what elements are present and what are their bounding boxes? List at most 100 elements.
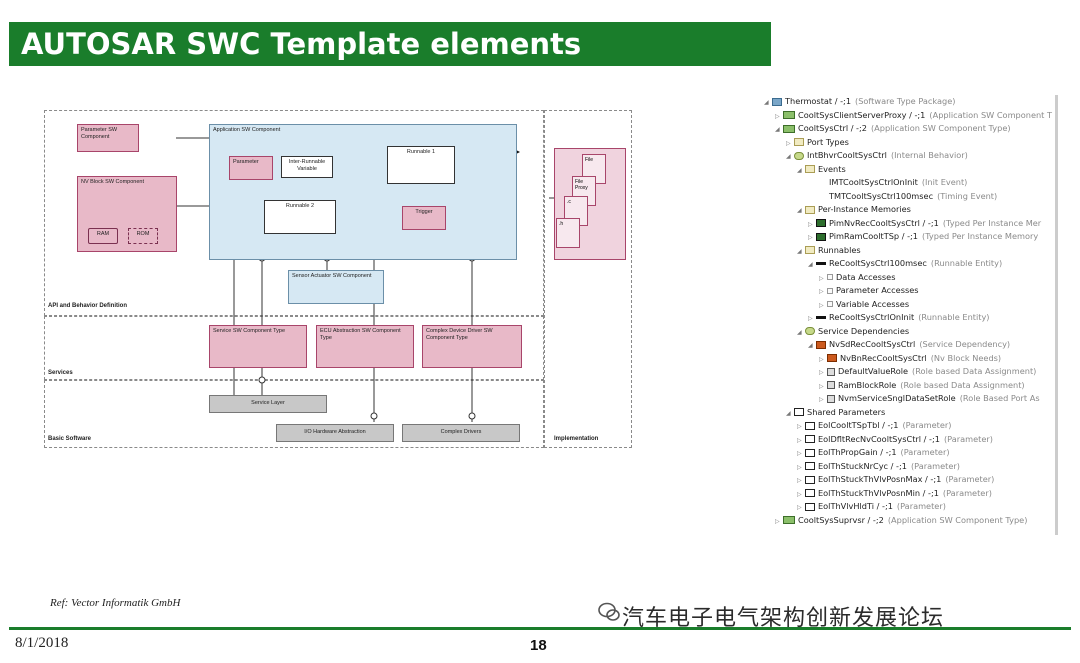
collapse-arrow-icon[interactable]: ◢ [775,126,780,133]
tree-item-label: Parameter Accesses [836,285,919,295]
tree-item[interactable]: ◢ Runnables [797,244,861,257]
role-icon [827,394,835,403]
tree-item[interactable]: ▷PimRamCooltTSp / -;1(Typed Per Instance… [808,230,1038,243]
tree-item-type: (Timing Event) [937,190,998,201]
tree-item[interactable]: ▷EolThVlvHldTi / -;1(Parameter) [797,500,946,513]
tree-item-label: Data Accesses [836,271,896,282]
folder-icon [805,205,815,214]
expand-arrow-icon[interactable]: ▷ [775,517,780,525]
expand-arrow-icon[interactable]: ▷ [808,234,813,241]
tree-item[interactable]: ▷EolThStuckThVlvPosnMax / -;1(Parameter) [797,473,994,486]
tree-item[interactable]: ▷RamBlockRole(Role based Data Assignment… [819,379,1025,392]
tree-item[interactable]: ▷DefaultValueRole(Role based Data Assign… [819,365,1036,378]
tree-item-label: EolThStuckThVlvPosnMin / -;1 [818,487,939,498]
expand-arrow-icon[interactable]: ▷ [819,382,824,390]
collapse-arrow-icon[interactable]: ◢ [797,247,802,255]
expand-arrow-icon[interactable]: ▷ [808,315,813,322]
tree-item-label: EolDfltRecNvCooltSysCtrl / -;1 [818,433,940,444]
parameter-box: Parameter [229,156,273,180]
tree-item[interactable]: ▷ Data Accesses [819,271,895,284]
expand-arrow-icon[interactable]: ▷ [808,220,813,228]
tree-item[interactable]: TMTCooltSysCtrl100msec(Timing Event) [808,190,997,203]
tree-item[interactable]: ▷EolThPropGain / -;1(Parameter) [797,446,950,459]
ev-icon [816,192,826,200]
collapse-arrow-icon[interactable]: ◢ [808,261,813,268]
tree-item[interactable]: ▷NvBnRecCooltSysCtrl(Nv Block Needs) [819,352,1001,365]
tree-item-label: Events [818,163,846,174]
collapse-arrow-icon[interactable]: ◢ [808,342,813,349]
services-zone [44,316,544,380]
collapse-arrow-icon[interactable]: ◢ [764,99,769,106]
tree-item[interactable]: ◢ Events [797,163,846,176]
tree-item-label: Runnables [818,244,861,255]
tree-item[interactable]: ▷ReCooltSysCtrlOnInit(Runnable Entity) [808,311,990,324]
tree-item[interactable]: ▷PimNvRecCooltSysCtrl / -;1(Typed Per In… [808,217,1041,230]
tree-item[interactable]: ▷EolThStuckNrCyc / -;1(Parameter) [797,460,960,473]
expand-arrow-icon[interactable]: ▷ [797,463,802,471]
complex-device-driver-box: Complex Device Driver SW Component Type [422,325,522,368]
tree-item-label: ReCooltSysCtrl100msec [829,258,927,268]
tree-item[interactable]: ▷EolThStuckThVlvPosnMin / -;1(Parameter) [797,487,992,500]
runnable-2-box: Runnable 2 [264,200,336,234]
tree-item[interactable]: ◢Service Dependencies [797,325,909,338]
tree-item[interactable]: ◢NvSdRecCooltSysCtrl(Service Dependency) [808,338,1010,351]
tree-item[interactable]: ▷CooltSysSuprvsr / -;2(Application SW Co… [775,514,1027,527]
collapse-arrow-icon[interactable]: ◢ [786,409,791,417]
tree-item-type: (Role based Data Assignment) [900,379,1025,390]
tree-item[interactable]: ▷NvmServiceSnglDataSetRole(Role Based Po… [819,392,1040,405]
expand-arrow-icon[interactable]: ▷ [819,301,824,309]
tree-scrollbar[interactable] [1055,95,1058,535]
tree-item-label: Thermostat / -;1 [785,96,852,106]
expand-arrow-icon[interactable]: ▷ [797,423,802,430]
tree-item-label: NvSdRecCooltSysCtrl [829,339,916,349]
expand-arrow-icon[interactable]: ▷ [797,436,802,444]
reference-note: Ref: Vector Informatik GmbH [50,597,181,609]
tree-item[interactable]: ◢Per-Instance Memories [797,203,911,216]
expand-arrow-icon[interactable]: ▷ [797,490,802,498]
tree-item[interactable]: ▷CooltSysClientServerProxy / -;1(Applica… [775,109,1052,122]
expand-arrow-icon[interactable]: ▷ [797,477,802,484]
expand-arrow-icon[interactable]: ▷ [775,112,780,120]
slide-date: 8/1/2018 [15,635,69,651]
tree-item[interactable]: ◢IntBhvrCooltSysCtrl(Internal Behavior) [786,149,968,162]
expand-arrow-icon[interactable]: ▷ [797,450,802,457]
tree-item-label: PimNvRecCooltSysCtrl / -;1 [829,217,939,228]
expand-arrow-icon[interactable]: ▷ [819,274,824,282]
expand-arrow-icon[interactable]: ▷ [819,288,824,295]
small-icon [827,287,833,294]
tree-item-type: (Runnable Entity) [930,258,1003,268]
tree-item[interactable]: ▷ Parameter Accesses [819,284,919,297]
wechat-icon [598,602,620,621]
tree-item-label: EolThStuckThVlvPosnMax / -;1 [818,474,942,484]
rom-box: ROM [128,228,158,244]
comp-icon [783,111,795,119]
expand-arrow-icon[interactable]: ▷ [819,355,824,363]
complex-drivers-box: Complex Drivers [402,424,520,442]
expand-arrow-icon[interactable]: ▷ [819,396,824,403]
tree-item[interactable]: ◢CooltSysCtrl / -;2(Application SW Compo… [775,122,1011,135]
basic-software-zone [44,380,544,448]
autosar-tree-view: ◢Thermostat / -;1(Software Type Package)… [764,95,1058,535]
tree-item[interactable]: ◢ ReCooltSysCtrl100msec(Runnable Entity) [808,257,1002,270]
collapse-arrow-icon[interactable]: ◢ [797,166,802,174]
service-swc-box: Service SW Component Type [209,325,307,368]
tree-item[interactable]: IMTCooltSysCtrlOnInit(Init Event) [808,176,967,189]
tree-item[interactable]: ▷EolCooltTSpTbl / -;1(Parameter) [797,419,951,432]
collapse-arrow-icon[interactable]: ◢ [797,328,802,336]
application-swc-box: Application SW Component [209,124,517,260]
tree-item[interactable]: ▷Port Types [786,136,849,149]
tree-item[interactable]: ◢Shared Parameters [786,406,885,419]
mem-icon [816,219,826,227]
tree-item-label: Variable Accesses [836,298,910,309]
expand-arrow-icon[interactable]: ▷ [786,139,791,147]
tree-item[interactable]: ▷ Variable Accesses [819,298,909,311]
collapse-arrow-icon[interactable]: ◢ [797,207,802,214]
tree-item[interactable]: ◢Thermostat / -;1(Software Type Package) [764,95,955,108]
tree-item[interactable]: ▷EolDfltRecNvCooltSysCtrl / -;1(Paramete… [797,433,993,446]
collapse-arrow-icon[interactable]: ◢ [786,153,791,160]
expand-arrow-icon[interactable]: ▷ [819,369,824,376]
io-hardware-abstraction-box: I/O Hardware Abstraction [276,424,394,442]
zone-label-api: API and Behavior Definition [48,303,128,309]
tree-item-label: EolCooltTSpTbl / -;1 [818,420,899,430]
expand-arrow-icon[interactable]: ▷ [797,504,802,511]
